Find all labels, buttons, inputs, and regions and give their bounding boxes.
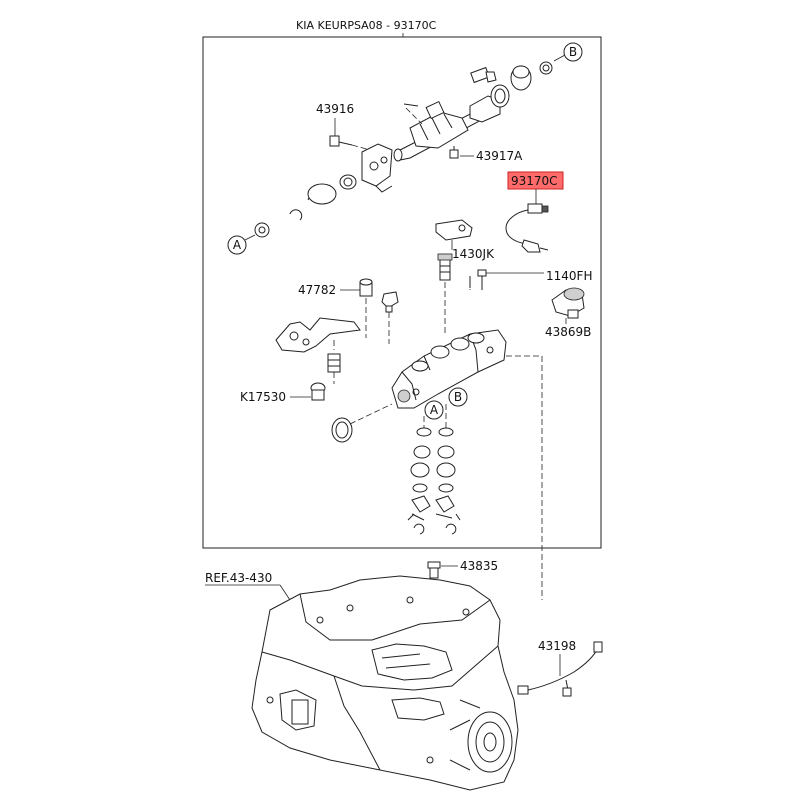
bolt-43916[interactable] (329, 135, 353, 147)
label-43917A: 43917A (476, 149, 523, 163)
select-lever[interactable] (275, 317, 361, 353)
bolt-K17530[interactable] (310, 382, 326, 401)
label-43835: 43835 (460, 559, 498, 573)
snap-ring[interactable] (289, 209, 303, 221)
transmission-case[interactable] (251, 575, 519, 791)
plunger-K17530[interactable] (327, 353, 341, 373)
label-43198: 43198 (538, 639, 576, 653)
bracket-1430JK[interactable] (435, 219, 473, 241)
spring-pin[interactable] (403, 103, 423, 125)
bushing-a[interactable] (254, 222, 270, 238)
marker-a-center: A (424, 400, 444, 420)
oil-seal[interactable] (331, 417, 353, 443)
shift-control-housing[interactable] (391, 329, 507, 409)
sensor-93170C[interactable] (505, 203, 549, 253)
svg-text:B: B (569, 45, 577, 59)
label-1430JK: 1430JK (452, 247, 495, 261)
marker-a-left: A (227, 235, 247, 255)
detent-spring[interactable] (307, 183, 337, 205)
svg-text:A: A (233, 238, 242, 252)
svg-text:B: B (454, 390, 462, 404)
retaining-clips[interactable] (413, 523, 457, 535)
marker-b-top: B (563, 42, 583, 62)
shift-shaft-assembly[interactable] (393, 84, 510, 162)
detent-pins[interactable] (407, 495, 461, 521)
switch-43869B[interactable] (551, 287, 585, 319)
label-K17530: K17530 (240, 390, 286, 404)
highlight-box[interactable] (507, 171, 564, 190)
label-1140FH: 1140FH (546, 269, 592, 283)
label-43916: 43916 (316, 102, 354, 116)
label-93170C[interactable]: 93170C (511, 174, 558, 188)
detent-cap[interactable] (339, 174, 357, 190)
plug-47782[interactable] (359, 278, 373, 297)
label-47782: 47782 (298, 283, 336, 297)
assembly-frame (202, 36, 602, 549)
shift-lever-bracket[interactable] (361, 143, 393, 193)
label-ref-43-430: REF.43-430 (205, 571, 272, 585)
breather-plug[interactable] (381, 291, 399, 313)
marker-b-center: B (448, 387, 468, 407)
svg-text:A: A (430, 403, 439, 417)
bolt-1140FH[interactable] (477, 269, 487, 290)
label-43869B: 43869B (545, 325, 591, 339)
bolt-43917A[interactable] (449, 146, 459, 159)
wiring-harness-43198[interactable] (517, 641, 603, 697)
plunger-sensor[interactable] (437, 253, 453, 281)
diagram-title: KIA KEURPSA08 - 93170C (296, 19, 437, 32)
shaft-boot[interactable] (470, 61, 553, 91)
plug-43835[interactable] (427, 561, 441, 579)
seal-stack[interactable] (410, 427, 456, 493)
